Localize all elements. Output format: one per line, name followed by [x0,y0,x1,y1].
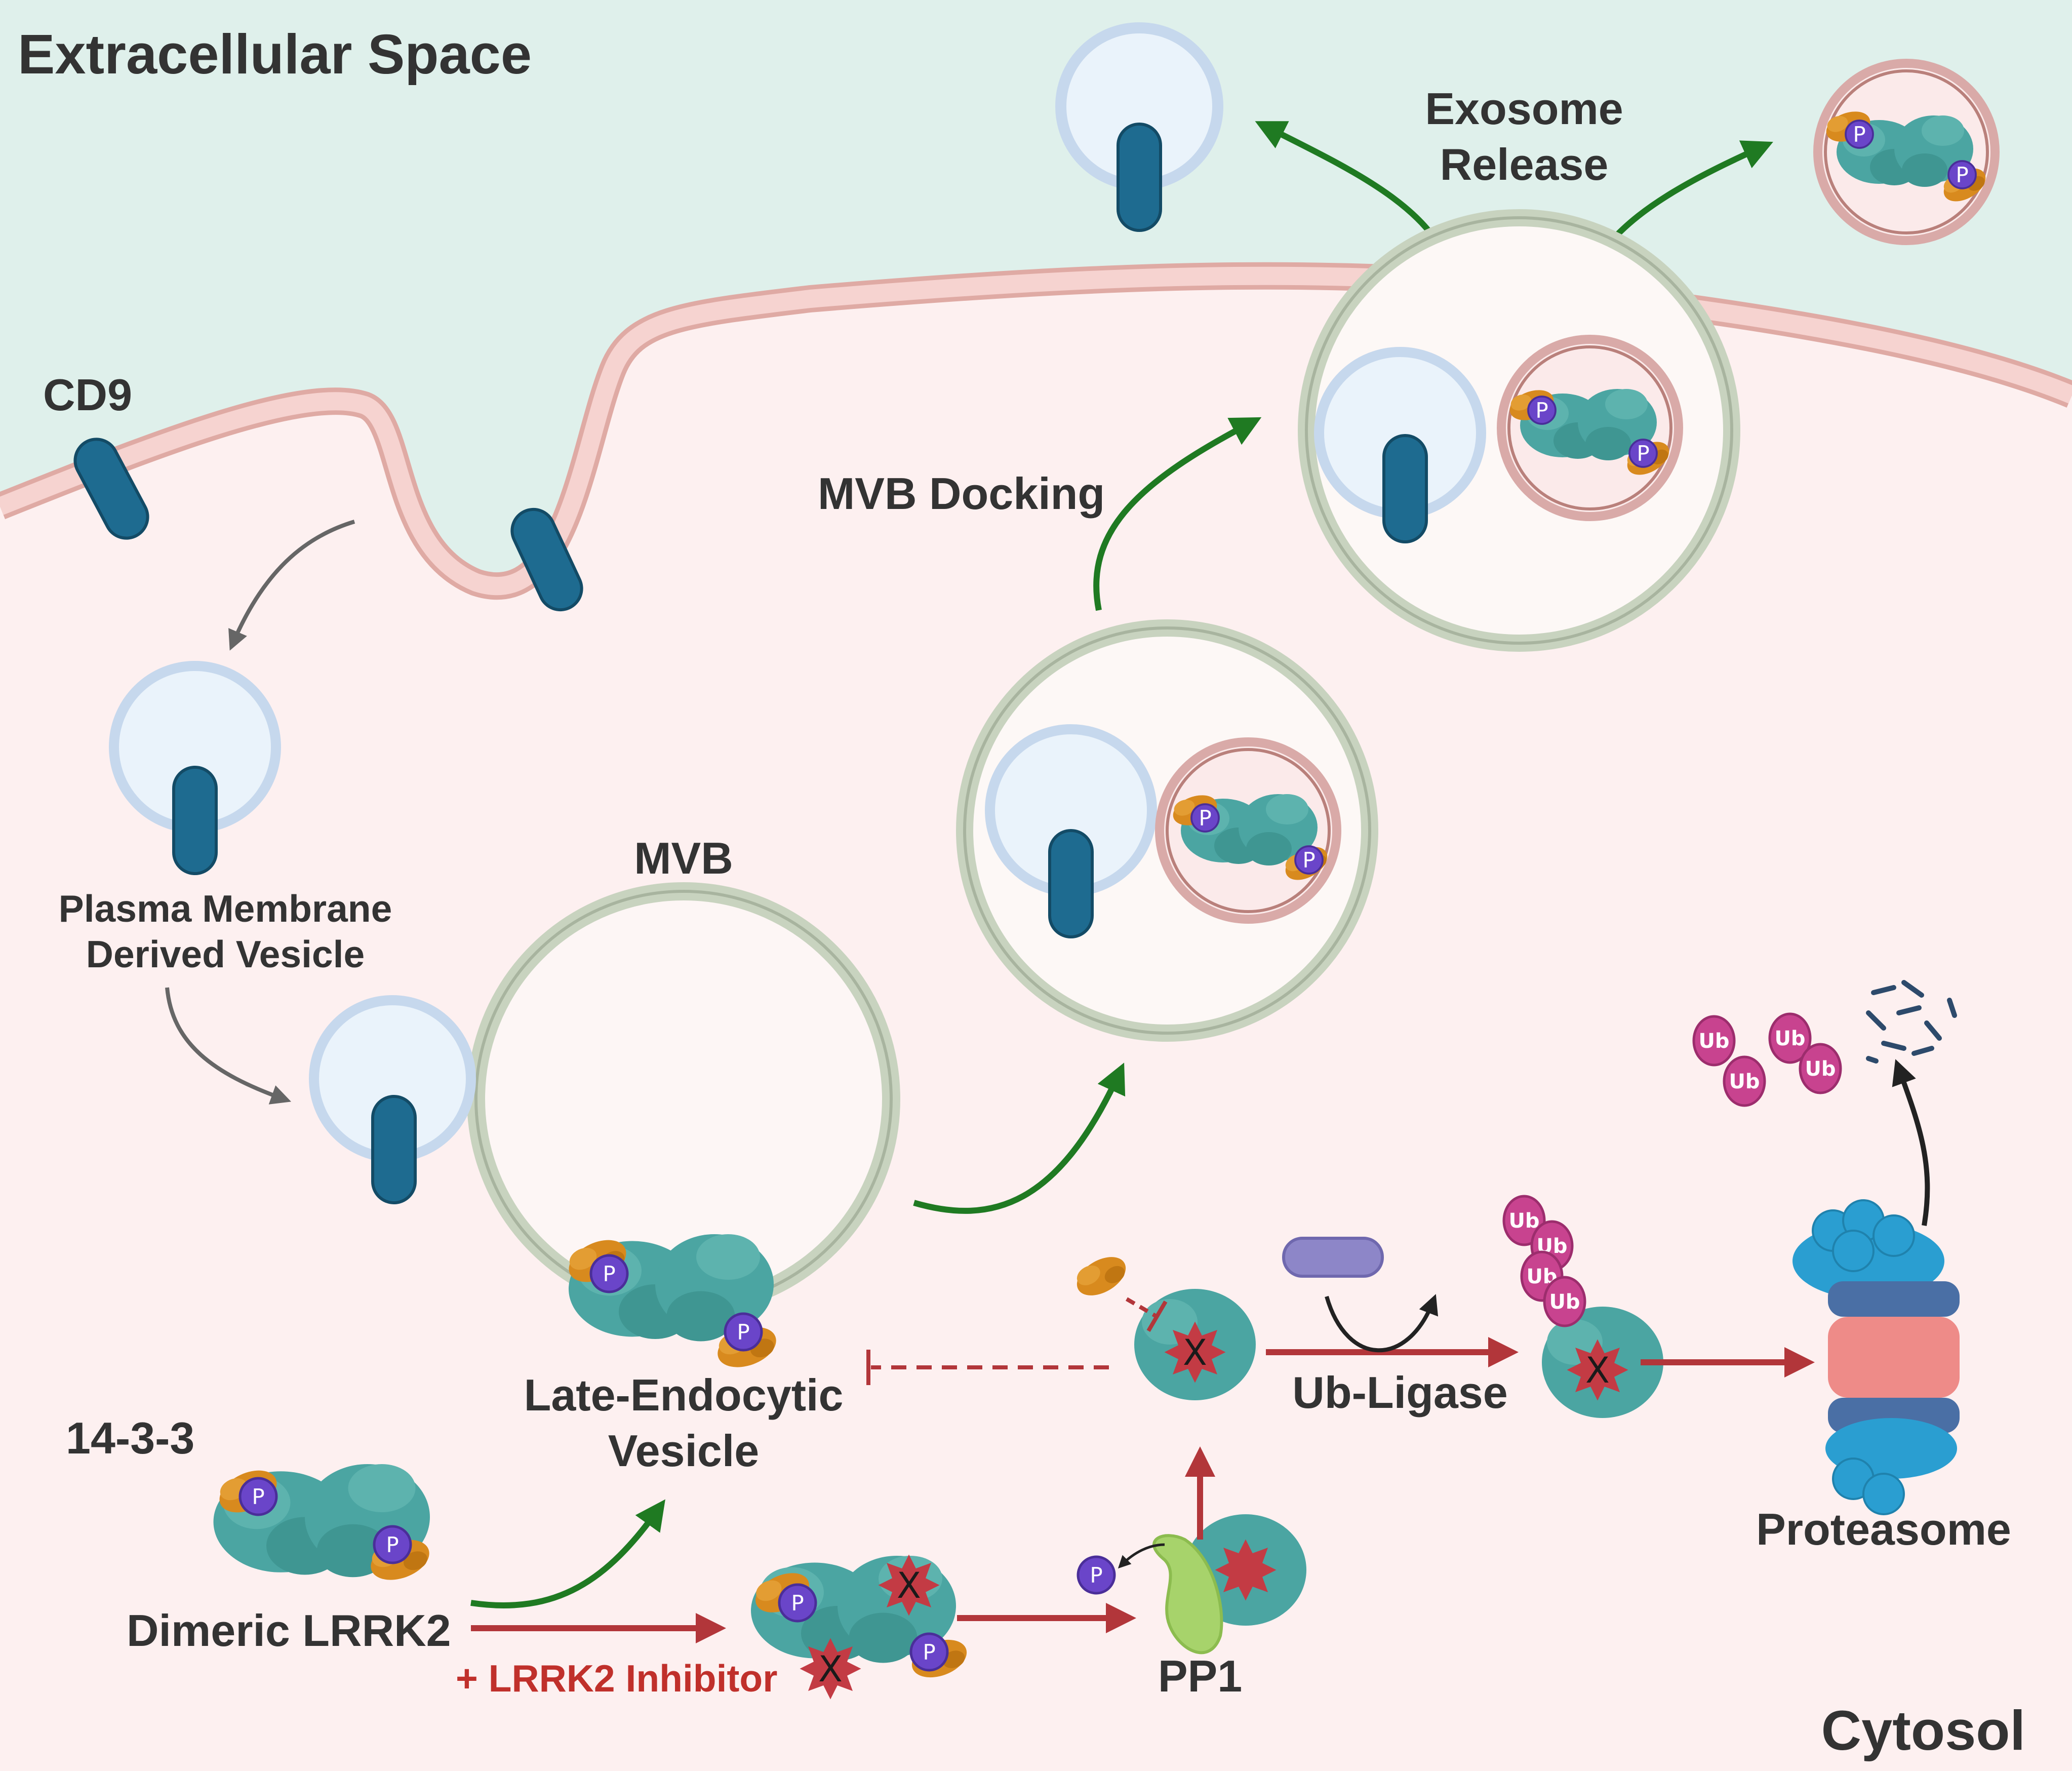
mvb-transport-arrow [913,1062,1126,1214]
vesicle-icon [309,995,476,1203]
phospho-label: P [603,1262,615,1286]
ligase-cycle-arrow [1325,1294,1439,1353]
proteasome-label: Proteasome [1756,1504,2011,1554]
pp1-label: PP1 [1158,1651,1242,1701]
pm-vesicle-label-line2: Derived Vesicle [86,933,365,975]
inactive-mark: X [897,1565,921,1606]
extracellular-background [0,0,2072,586]
free-ubiquitin-icon: Ub Ub Ub Ub [1694,1014,1841,1106]
endocytosis-arrow [228,520,355,651]
exosome-release-label-line1: Exosome [1425,84,1623,134]
ubiquitin-chain-icon: Ub Ub Ub Ub [1504,1196,1585,1326]
phospho-label: P [1535,398,1548,423]
binding-blocked-line [1125,1297,1159,1319]
ub-ligase-icon [1282,1237,1384,1278]
inactive-mark: X [1585,1350,1610,1391]
ub-label: Ub [1549,1290,1580,1314]
phospho-label: P [1853,122,1865,147]
pp1-icon [1152,1514,1306,1655]
dephosphorylated-lrrk2-icon: X [1134,1289,1256,1400]
inactive-mark: X [818,1648,843,1690]
extracellular-label: Extracellular Space [18,23,532,86]
vesicle-icon [109,661,281,874]
ub-ligase-label: Ub-Ligase [1292,1367,1507,1418]
late-endocytic-label-line2: Vesicle [608,1426,760,1476]
peptide-release-arrow [1892,1059,1930,1226]
recruitment-arrow [470,1499,665,1608]
inhibited-lrrk2-icon: X X P P [749,1554,972,1700]
binding-blocked-bar [1146,1300,1168,1332]
vesicle-fusion-arrow [165,987,292,1105]
mvb-label: MVB [634,833,733,883]
phospho-label: P [386,1532,399,1557]
moving-mvb-icon: P P [956,619,1378,1042]
phospho-label: P [923,1640,935,1665]
cd9-label: CD9 [43,370,132,420]
lrrk2-dimer-icon: P P [562,1232,782,1375]
ub-label: Ub [1805,1057,1836,1081]
phospho-label: P [252,1484,264,1509]
phospho-label: P [1956,163,1968,187]
docked-mvb-icon: P P [1298,209,1740,652]
inactive-mark: X [1183,1332,1207,1373]
phospho-label: P [1637,441,1649,466]
phospho-label: P [737,1320,749,1345]
exosome-release-label-line2: Release [1440,139,1609,189]
ub-label: Ub [1774,1027,1805,1050]
phospho-release-arrow [1118,1543,1165,1569]
proteasome-icon [1792,1199,1960,1515]
ub-label: Ub [1729,1070,1760,1093]
mvb-icon [467,882,900,1316]
pm-vesicle-label-line1: Plasma Membrane [59,887,392,930]
dimeric-lrrk2-label: Dimeric LRRK2 [127,1605,451,1656]
exosome-vesicle-icon [1055,22,1223,230]
mvb-docking-label: MVB Docking [818,468,1105,519]
cytosol-label: Cytosol [1821,1700,2025,1762]
ub-label: Ub [1698,1030,1729,1053]
peptide-fragments-icon [1866,980,1957,1064]
phospho-label: P [1090,1563,1102,1588]
released-phospho-icon: P [1078,1557,1114,1593]
late-endocytic-label-line1: Late-Endocytic [524,1370,844,1420]
phospho-label: P [1199,806,1211,831]
ubiquitinated-lrrk2-icon: X [1542,1307,1663,1418]
lrrk2-dimer-icon: P P [213,1462,435,1588]
docking-arrow [1093,417,1262,611]
exosome-lrrk2-vesicle-icon: P P [1813,59,2000,245]
phospho-label: P [1302,848,1315,873]
ub-label: Ub [1508,1209,1539,1233]
14-3-3-label: 14-3-3 [66,1413,194,1463]
inhibitor-label: + LRRK2 Inhibitor [456,1657,777,1700]
phospho-label: P [791,1591,804,1616]
